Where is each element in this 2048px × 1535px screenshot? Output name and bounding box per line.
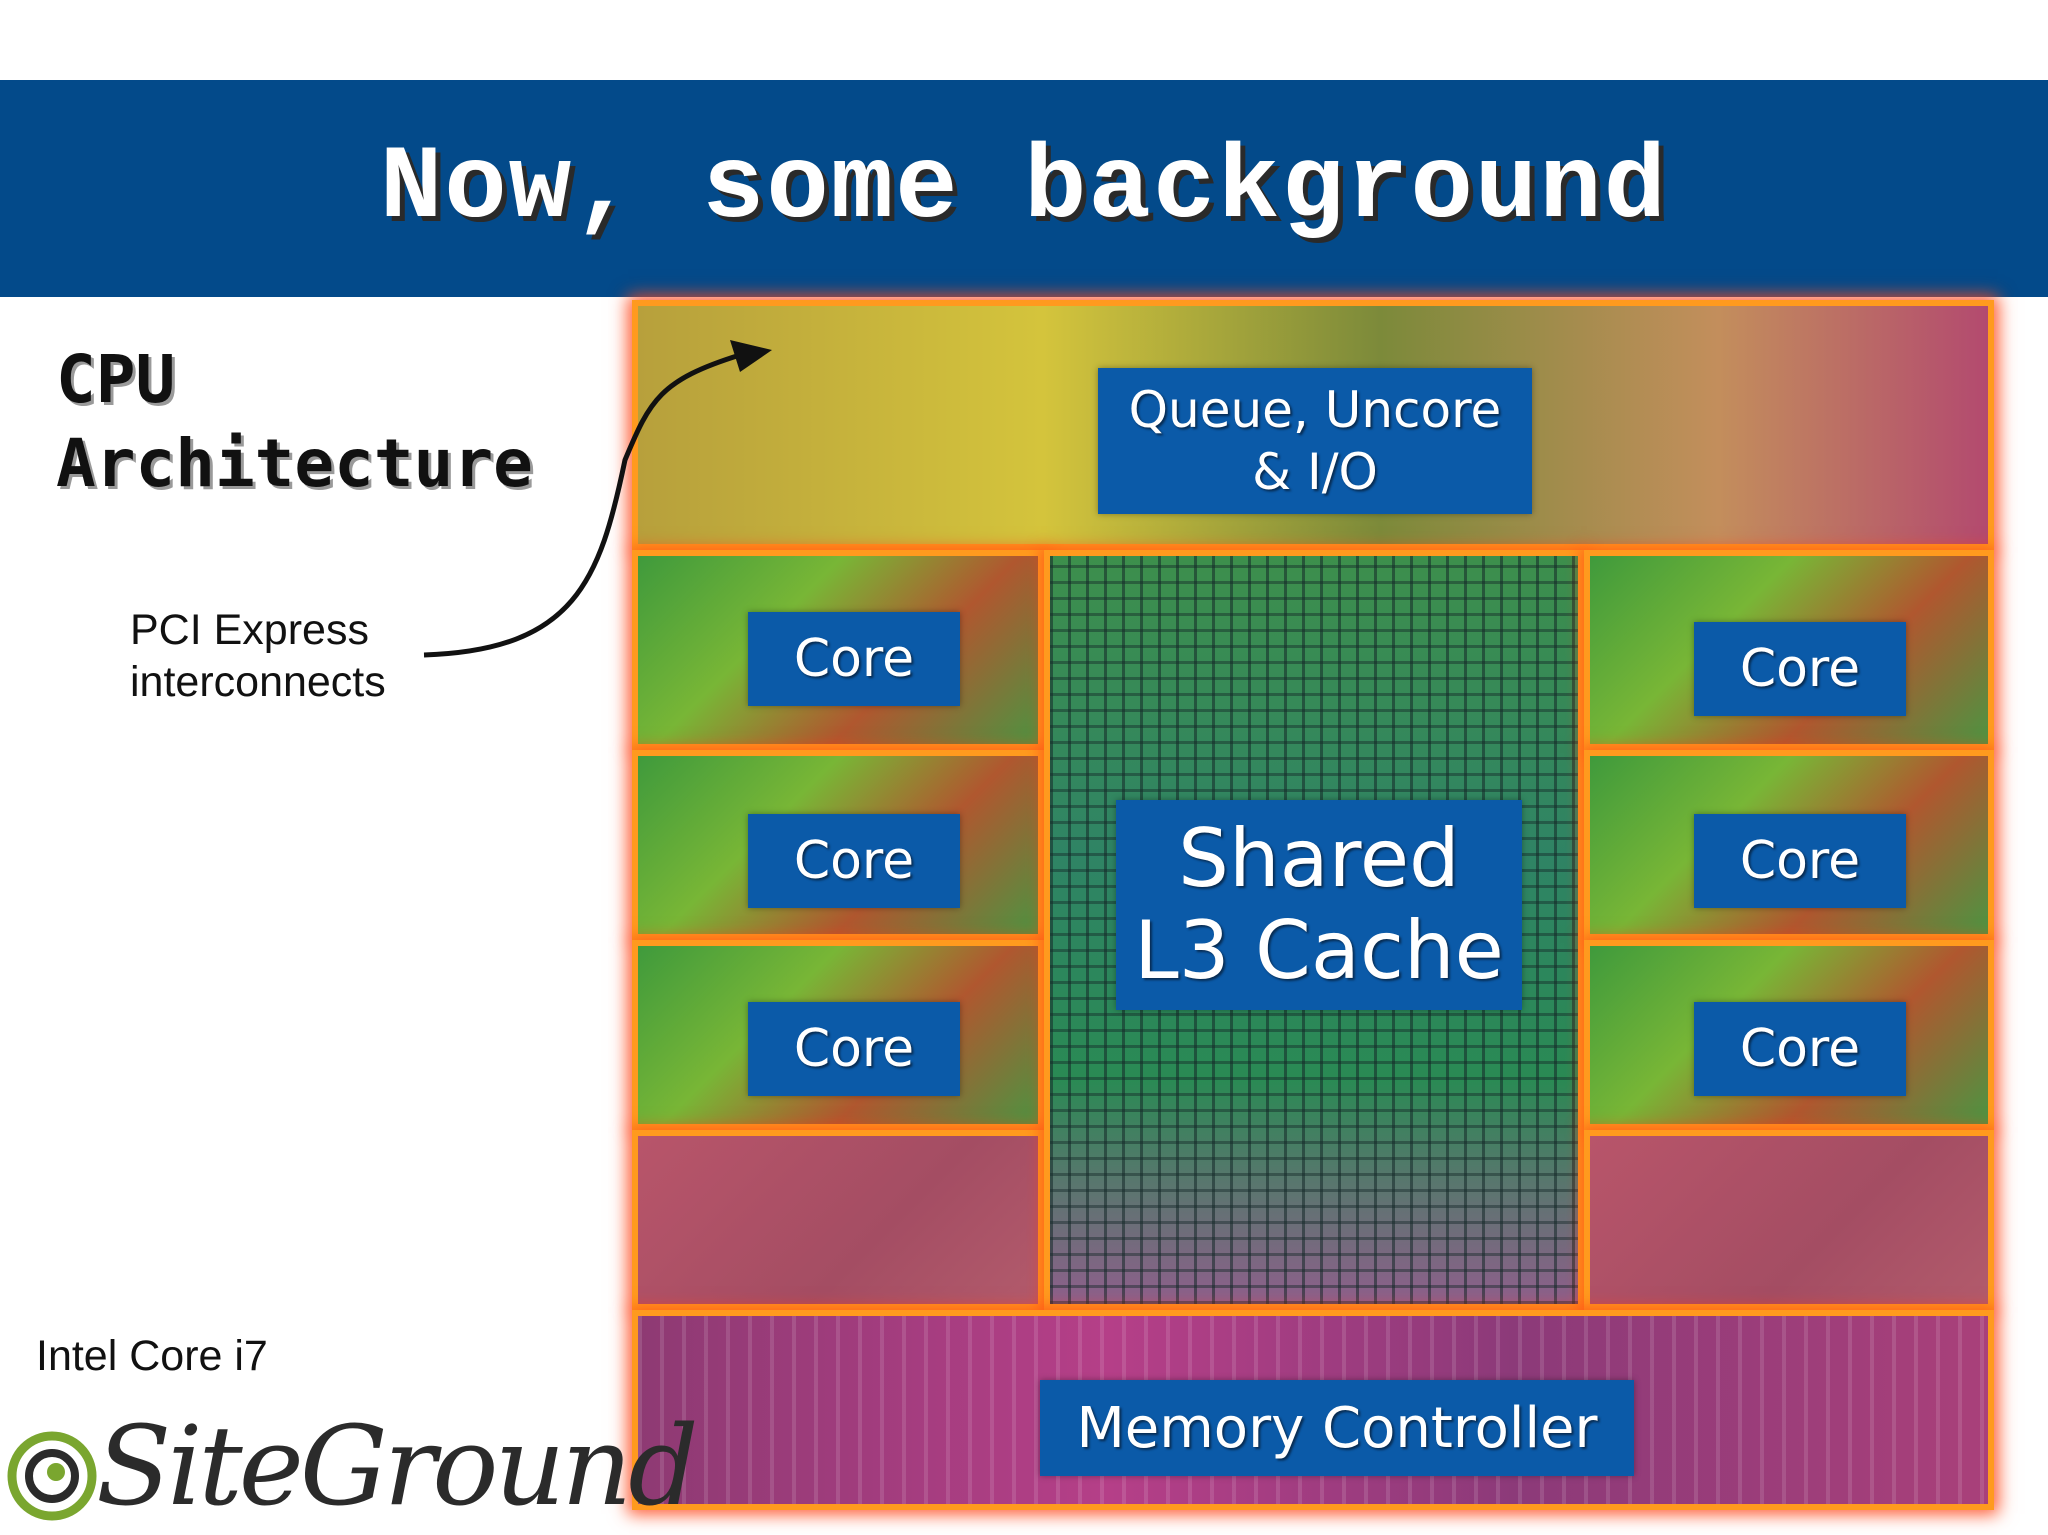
- pci-express-label: PCI Express interconnects: [130, 604, 386, 708]
- siteground-logo-text: SiteGround: [96, 1402, 699, 1530]
- title-bar: Now, some background: [0, 80, 2048, 297]
- section-heading: CPU Architecture: [56, 338, 533, 506]
- core-label-right-1: Core: [1694, 622, 1906, 716]
- core-label-left-3: Core: [748, 1002, 960, 1096]
- core-label-left-1: Core: [748, 612, 960, 706]
- slide-title: Now, some background: [379, 129, 1669, 248]
- chip-name-label: Intel Core i7: [36, 1332, 268, 1380]
- empty-region-left: [632, 1130, 1044, 1310]
- empty-region-right: [1584, 1130, 1994, 1310]
- core-label-right-3: Core: [1694, 1002, 1906, 1096]
- heading-line-2: Architecture: [56, 425, 533, 502]
- uncore-label-line-2: & I/O: [1252, 443, 1378, 501]
- uncore-label-line-1: Queue, Uncore: [1128, 381, 1502, 439]
- pci-label-line-1: PCI Express: [130, 606, 369, 654]
- pci-label-line-2: interconnects: [130, 658, 386, 706]
- pci-arrow-head: [730, 340, 772, 372]
- l3-cache-label-line-2: L3 Cache: [1134, 904, 1504, 997]
- cpu-die: Queue, Uncore & I/O Core Core Core Core …: [632, 300, 1994, 1510]
- core-region-left-3: [632, 940, 1044, 1130]
- heading-line-1: CPU: [56, 341, 176, 418]
- siteground-logo: SiteGround: [6, 1404, 699, 1535]
- siteground-swirl-icon: [7, 1431, 97, 1521]
- core-label-left-2: Core: [748, 814, 960, 908]
- uncore-label: Queue, Uncore & I/O: [1098, 368, 1532, 514]
- core-label-right-2: Core: [1694, 814, 1906, 908]
- l3-cache-label-line-1: Shared: [1178, 812, 1460, 905]
- pci-arrow-line: [423, 352, 741, 658]
- l3-cache-label: Shared L3 Cache: [1116, 800, 1522, 1010]
- memory-controller-label: Memory Controller: [1040, 1380, 1634, 1476]
